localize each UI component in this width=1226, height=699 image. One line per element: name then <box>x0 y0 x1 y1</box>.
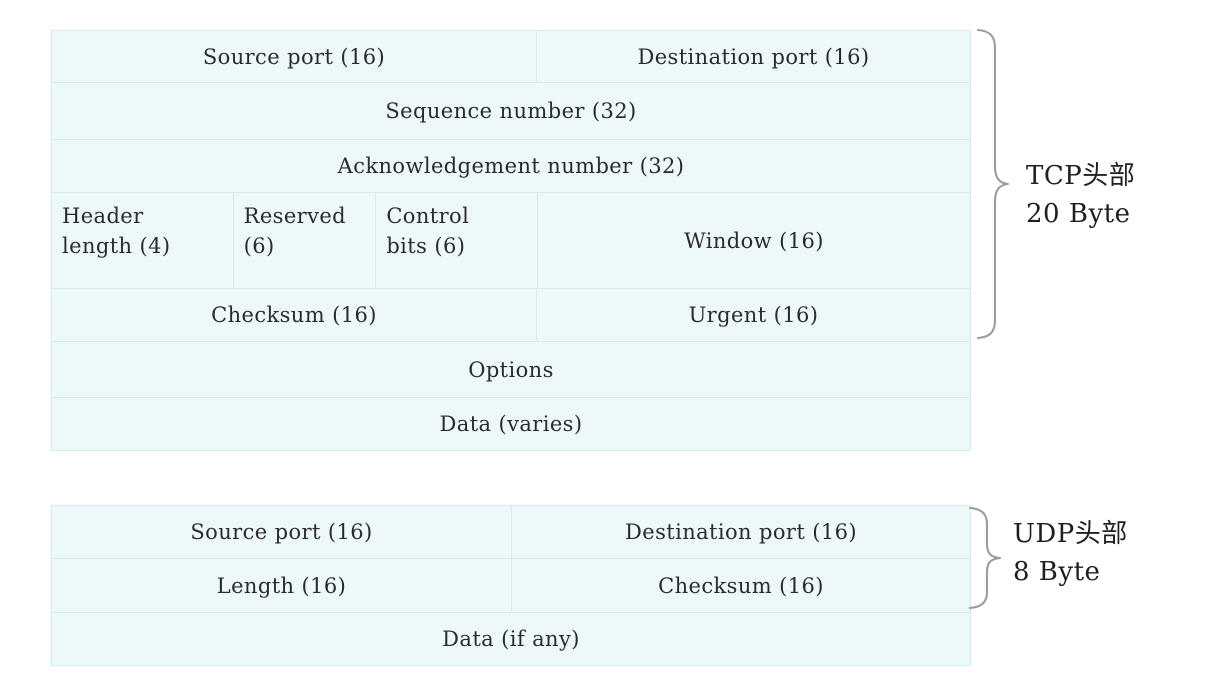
tcp-header-table: Source port (16) Destination port (16) S… <box>51 30 971 451</box>
tcp-row-acknowledgement-number: Acknowledgement number (32) <box>52 140 970 193</box>
udp-cell-source-port: Source port (16) <box>52 506 511 558</box>
tcp-cell-acknowledgement-number: Acknowledgement number (32) <box>52 140 970 192</box>
tcp-cell-reserved: Reserved (6) <box>232 193 376 288</box>
tcp-cell-options: Options <box>52 342 970 397</box>
udp-cell-checksum: Checksum (16) <box>511 559 970 612</box>
udp-row-data: Data (if any) <box>52 613 970 666</box>
tcp-cell-destination-port: Destination port (16) <box>535 31 970 82</box>
tcp-row-ports: Source port (16) Destination port (16) <box>52 31 970 83</box>
tcp-row-data: Data (varies) <box>52 398 970 451</box>
udp-side-label: UDP头部 8 Byte <box>1013 519 1128 587</box>
tcp-row-sequence-number: Sequence number (32) <box>52 83 970 140</box>
tcp-cell-sequence-number: Sequence number (32) <box>52 83 970 139</box>
udp-header-table: Source port (16) Destination port (16) L… <box>51 505 971 666</box>
udp-cell-length: Length (16) <box>52 559 511 612</box>
tcp-cell-data: Data (varies) <box>52 398 970 450</box>
udp-row-length-checksum: Length (16) Checksum (16) <box>52 559 970 613</box>
tcp-cell-control-bits: Control bits (6) <box>375 193 537 288</box>
tcp-cell-checksum: Checksum (16) <box>52 289 536 341</box>
udp-brace-icon <box>968 506 1002 610</box>
udp-cell-data: Data (if any) <box>52 613 970 665</box>
udp-row-ports: Source port (16) Destination port (16) <box>52 506 970 559</box>
udp-cell-destination-port: Destination port (16) <box>511 506 970 558</box>
tcp-brace-icon <box>976 28 1010 340</box>
tcp-cell-source-port: Source port (16) <box>52 31 536 82</box>
tcp-cell-urgent: Urgent (16) <box>535 289 970 341</box>
tcp-row-header-fields: Header length (4) Reserved (6) Control b… <box>52 193 970 289</box>
tcp-cell-header-length: Header length (4) <box>52 193 233 288</box>
tcp-cell-window: Window (16) <box>536 193 970 288</box>
tcp-row-checksum-urgent: Checksum (16) Urgent (16) <box>52 289 970 342</box>
tcp-row-options: Options <box>52 342 970 398</box>
tcp-side-label: TCP头部 20 Byte <box>1026 161 1136 229</box>
